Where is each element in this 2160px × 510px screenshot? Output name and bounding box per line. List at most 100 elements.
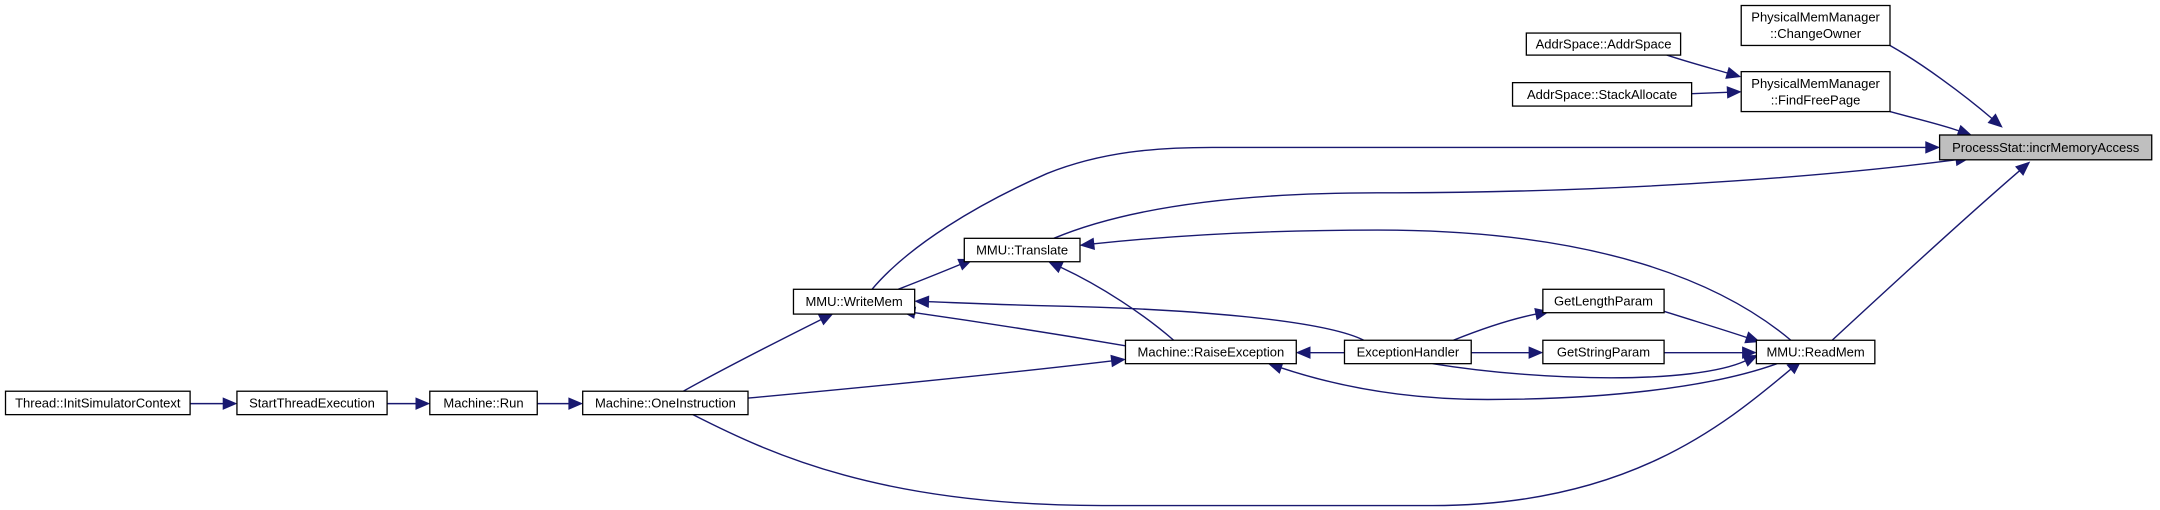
- node-label: ExceptionHandler: [1357, 345, 1460, 360]
- node-box: [4, 390, 191, 416]
- edge-raise-exception-to-translate: [1047, 261, 1175, 341]
- edge-arrowhead: [222, 397, 238, 410]
- edge-line: [1663, 310, 1747, 339]
- edge-start-thread-to-run: [387, 397, 431, 410]
- node-stack-allocate[interactable]: AddrSpace::StackAllocate: [1511, 82, 1693, 107]
- edge-line: [1831, 170, 2020, 341]
- node-translate[interactable]: MMU::Translate: [963, 237, 1081, 263]
- edge-line: [1691, 91, 1728, 95]
- node-box: [429, 390, 538, 416]
- node-box: [1511, 82, 1693, 107]
- edge-read-mem-to-translate: [1079, 229, 1792, 341]
- edge-read-mem-to-root: [1831, 161, 2031, 341]
- edge-exception-handler-to-get-length-param: [1453, 308, 1550, 341]
- edge-arrowhead: [1110, 354, 1126, 368]
- node-label: ::ChangeOwner: [1770, 26, 1862, 41]
- node-box: [1542, 339, 1665, 365]
- edge-arrowhead: [1726, 86, 1742, 99]
- edge-arrowhead: [1744, 331, 1761, 344]
- edge-line: [1053, 159, 1957, 239]
- edge-line: [1453, 313, 1537, 341]
- edge-line: [1060, 266, 1175, 341]
- edge-write-mem-to-root: [871, 141, 1941, 290]
- node-get-string-param[interactable]: GetStringParam: [1542, 339, 1665, 365]
- node-box: [1525, 32, 1682, 56]
- node-run[interactable]: Machine::Run: [429, 390, 538, 416]
- edge-line: [928, 300, 1365, 341]
- edge-line: [747, 360, 1112, 399]
- edge-arrowhead: [1079, 237, 1095, 250]
- node-box: [236, 390, 388, 416]
- node-label: Machine::Run: [443, 395, 523, 410]
- edge-one-instruction-to-write-mem: [682, 313, 834, 392]
- edge-get-length-param-to-read-mem: [1663, 310, 1761, 344]
- edge-init-sim-to-start-thread: [190, 397, 238, 410]
- node-box: [1740, 70, 1891, 113]
- node-read-mem[interactable]: MMU::ReadMem: [1755, 339, 1876, 365]
- node-raise-exception[interactable]: Machine::RaiseException: [1124, 339, 1297, 365]
- node-box: [1542, 288, 1665, 314]
- node-box: [1343, 339, 1472, 365]
- edge-find-free-page-to-root: [1889, 110, 1973, 137]
- node-label: MMU::WriteMem: [805, 294, 902, 309]
- node-init-sim[interactable]: Thread::InitSimulatorContext: [4, 390, 191, 416]
- edge-arrowhead: [1925, 141, 1941, 154]
- node-root: ProcessStat::incrMemoryAccess: [1938, 134, 2153, 161]
- graph-edges: [190, 44, 2031, 507]
- edge-line: [1889, 110, 1960, 132]
- edge-run-to-one-instruction: [537, 397, 584, 410]
- node-label: Machine::OneInstruction: [595, 395, 736, 410]
- node-change-owner[interactable]: PhysicalMemManager::ChangeOwner: [1740, 4, 1891, 47]
- node-box: [1938, 134, 2153, 161]
- graph-nodes: ProcessStat::incrMemoryAccess PhysicalMem…: [4, 4, 2153, 416]
- node-get-length-param[interactable]: GetLengthParam: [1542, 288, 1665, 314]
- node-addr-space[interactable]: AddrSpace::AddrSpace: [1525, 32, 1682, 56]
- edge-arrowhead: [568, 397, 584, 410]
- node-box: [963, 237, 1081, 263]
- edge-arrowhead: [2015, 161, 2031, 176]
- node-label: StartThreadExecution: [249, 395, 375, 410]
- edge-arrowhead: [817, 313, 834, 326]
- node-label: PhysicalMemManager: [1751, 10, 1880, 25]
- node-box: [1755, 339, 1876, 365]
- edge-line: [871, 146, 1926, 290]
- edge-line: [692, 368, 1792, 507]
- node-label: Machine::RaiseException: [1138, 345, 1285, 360]
- node-exception-handler[interactable]: ExceptionHandler: [1343, 339, 1472, 365]
- edge-one-instruction-to-read-mem: [692, 359, 1802, 507]
- edge-line: [1666, 54, 1728, 74]
- node-label: ProcessStat::incrMemoryAccess: [1952, 140, 2140, 155]
- node-start-thread[interactable]: StartThreadExecution: [236, 390, 388, 416]
- edge-line: [1432, 360, 1746, 379]
- edge-addr-space-to-find-free-page: [1666, 54, 1742, 79]
- edge-exception-handler-to-raise-exception: [1295, 346, 1345, 359]
- edge-line: [1280, 363, 1778, 401]
- edge-arrowhead: [914, 295, 930, 308]
- node-label: AddrSpace::AddrSpace: [1536, 37, 1672, 52]
- node-label: ::FindFreePage: [1771, 92, 1861, 107]
- node-box: [582, 390, 749, 416]
- node-label: MMU::ReadMem: [1766, 345, 1864, 360]
- edge-get-string-param-to-read-mem: [1664, 346, 1757, 359]
- node-label: GetStringParam: [1557, 345, 1650, 360]
- edge-arrowhead: [1987, 113, 2003, 128]
- node-label: GetLengthParam: [1554, 294, 1653, 309]
- edge-exception-handler-to-get-string-param: [1471, 346, 1544, 359]
- edge-exception-handler-to-read-mem: [1432, 354, 1759, 379]
- edge-arrowhead: [1742, 354, 1759, 367]
- edge-arrowhead: [1295, 346, 1311, 359]
- node-find-free-page[interactable]: PhysicalMemManager::FindFreePage: [1740, 70, 1891, 113]
- edge-line: [1093, 229, 1792, 341]
- node-write-mem[interactable]: MMU::WriteMem: [792, 288, 916, 315]
- edge-write-mem-to-translate: [897, 258, 974, 290]
- edge-translate-to-root: [1053, 153, 1971, 239]
- edge-line: [897, 263, 961, 290]
- edge-raise-exception-to-write-mem: [900, 306, 1126, 347]
- edge-arrowhead: [1528, 346, 1544, 359]
- node-box: [1740, 4, 1891, 47]
- edge-arrowhead: [415, 397, 431, 410]
- node-label: AddrSpace::StackAllocate: [1527, 87, 1677, 102]
- edge-arrowhead: [1725, 66, 1742, 79]
- node-one-instruction[interactable]: Machine::OneInstruction: [582, 390, 749, 416]
